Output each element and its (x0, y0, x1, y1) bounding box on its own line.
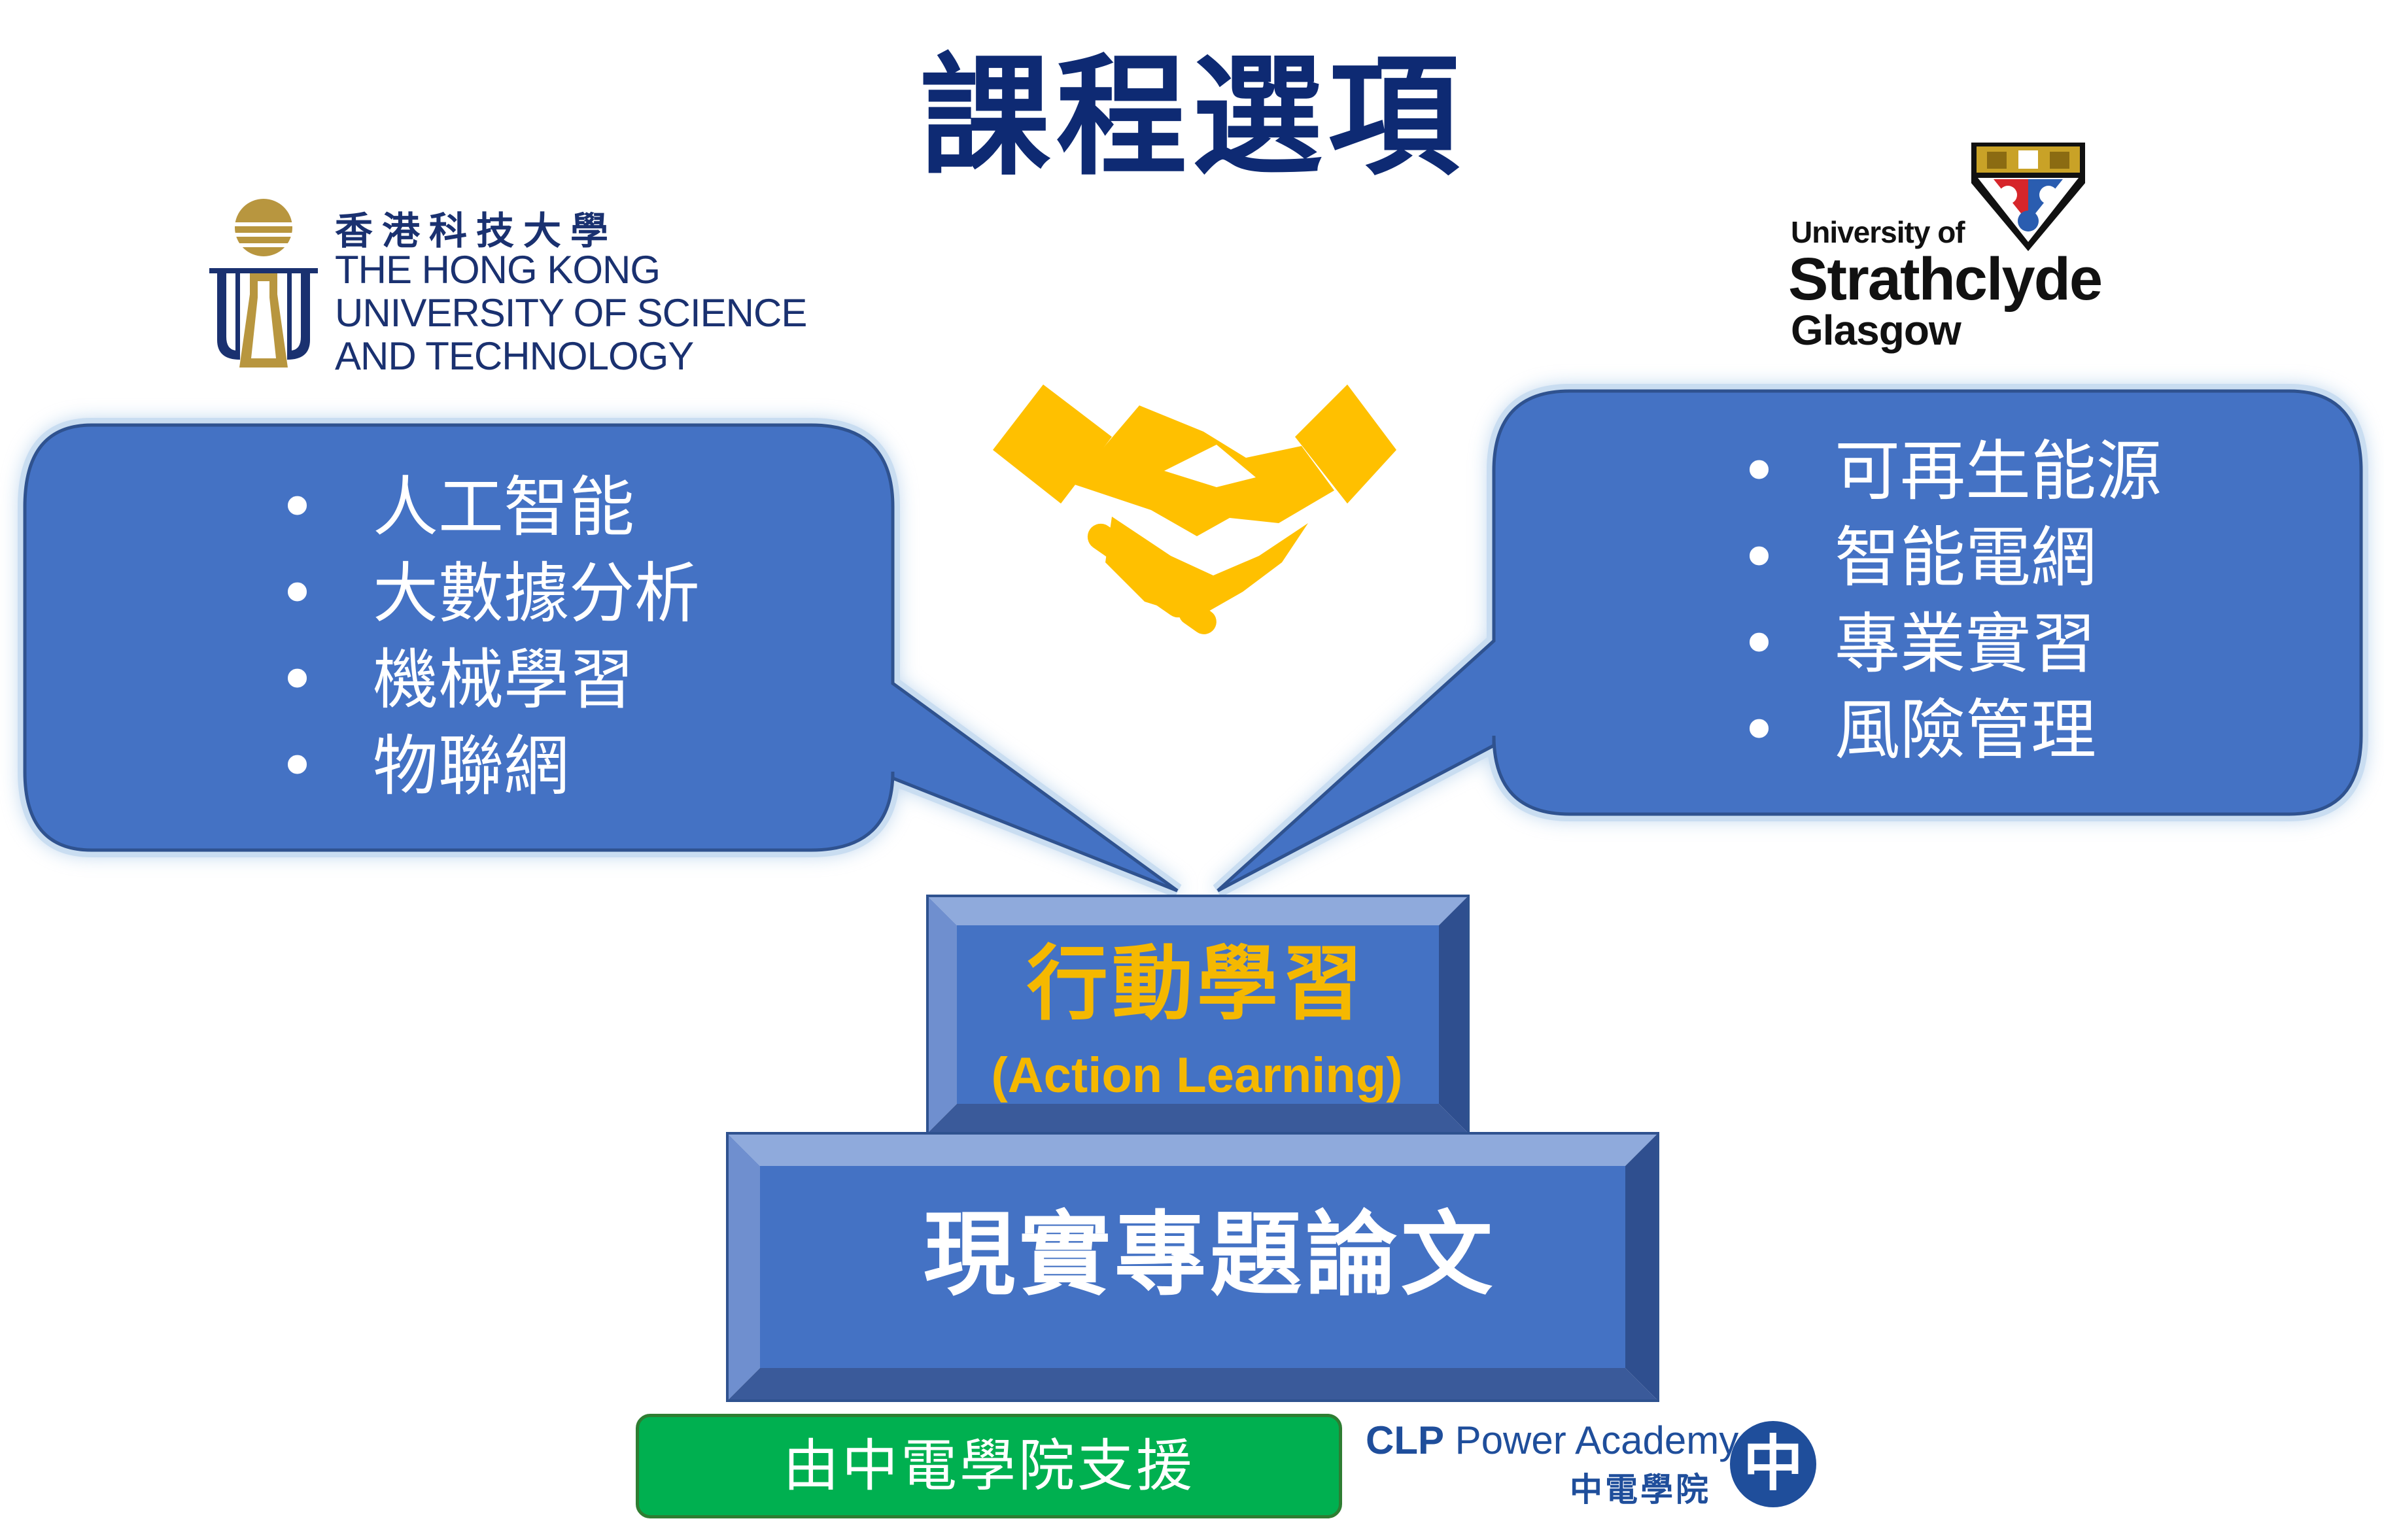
left-topic-list: • 人工智能 • 大數據分析 • 機械學習 • 物聯網 (278, 464, 700, 810)
handshake-icon (993, 385, 1396, 634)
real-project-thesis-block (726, 1132, 1659, 1402)
hkust-name-zh: 香港科技大學 (335, 209, 618, 253)
topic-label: 大數據分析 (373, 555, 700, 632)
topic-label: 風險管理 (1835, 692, 2096, 768)
support-label: 由中電學院支援 (783, 1433, 1195, 1499)
real-project-thesis-label: 現實專題論文 (923, 1202, 1496, 1309)
clp-name-en: CLP Power Academy (1366, 1418, 1738, 1463)
topic-label: 人工智能 (373, 469, 634, 545)
action-learning-block (926, 895, 1470, 1135)
clp-name-en-bold: CLP (1366, 1418, 1444, 1462)
bullet: • (278, 728, 317, 804)
hkust-name-en-line1: THE HONG KONG (335, 248, 661, 292)
list-item: • 風險管理 (1740, 687, 2162, 774)
left-speech-bubble (18, 418, 1182, 898)
bullet: • (1740, 519, 1778, 596)
bullet: • (278, 642, 317, 718)
clp-name-en-rest: Power Academy (1444, 1418, 1739, 1462)
hkust-name-en-line2: UNIVERSITY OF SCIENCE (335, 291, 807, 335)
action-learning-label: 行動學習 (Action Learning) (929, 929, 1465, 1112)
topic-label: 可再生能源 (1835, 433, 2162, 509)
list-item: • 大數據分析 (278, 551, 700, 637)
list-item: • 專業實習 (1740, 601, 2162, 687)
page-title: 課程選項 (920, 41, 1464, 194)
list-item: • 人工智能 (278, 464, 700, 551)
list-item: • 物聯網 (278, 723, 700, 810)
topic-label: 智能電網 (1835, 519, 2096, 596)
strathclyde-line2: Strathclyde (1788, 246, 2103, 313)
bullet: • (1740, 433, 1778, 509)
clp-name-zh: 中電學院 (1570, 1471, 1711, 1509)
list-item: • 智能電網 (1740, 515, 2162, 601)
strathclyde-crest (1971, 143, 2085, 251)
topic-label: 物聯網 (373, 728, 569, 804)
topic-label: 專業實習 (1835, 606, 2096, 682)
bullet: • (278, 555, 317, 632)
list-item: • 可再生能源 (1740, 428, 2162, 515)
right-speech-bubble (1213, 384, 2368, 897)
hkust-name-en-line3: AND TECHNOLOGY (335, 334, 694, 378)
hkust-logo (209, 199, 318, 368)
strathclyde-line1: University of (1791, 215, 1965, 249)
clp-logo: 中 (1730, 1421, 1816, 1507)
bullet: • (278, 469, 317, 545)
action-learning-label-en: (Action Learning) (991, 1048, 1403, 1103)
clp-logo-glyph: 中 (1743, 1429, 1803, 1499)
support-box (636, 1414, 1342, 1518)
right-topic-list: • 可再生能源 • 智能電網 • 專業實習 • 風險管理 (1740, 428, 2162, 774)
bullet: • (1740, 606, 1778, 682)
bullet: • (1740, 692, 1778, 768)
strathclyde-line3: Glasgow (1791, 307, 1961, 354)
topic-label: 機械學習 (373, 642, 634, 718)
action-learning-label-zh: 行動學習 (1026, 937, 1367, 1031)
list-item: • 機械學習 (278, 637, 700, 723)
